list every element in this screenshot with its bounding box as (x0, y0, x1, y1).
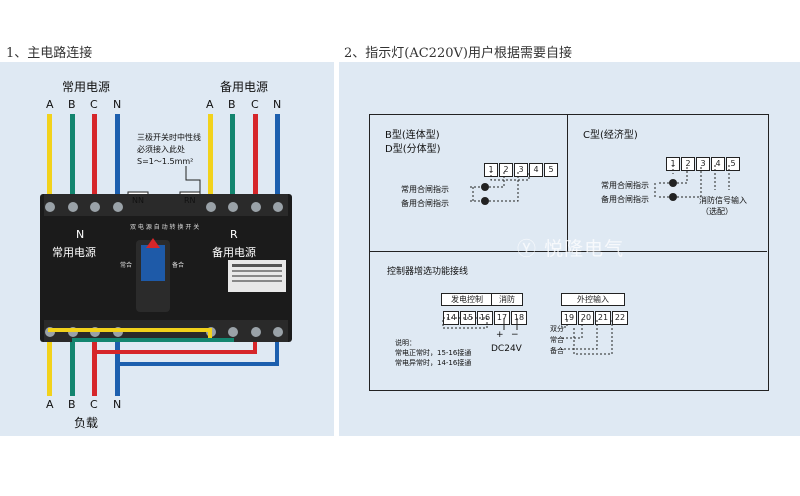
backup-phase-b: B (228, 98, 236, 111)
load-phase-b: B (68, 398, 76, 411)
watermark-logo-icon: Ⓨ (517, 238, 538, 260)
nn-label: NN (132, 196, 144, 205)
neutral-note-line1: 三极开关时中性线 (137, 133, 201, 142)
ext-item-normal-on: 常合 (550, 336, 564, 344)
ext-item-dual-off: 双分 (550, 325, 564, 333)
right-section-title: 2、指示灯(AC220V)用户根据需要自接 (344, 46, 572, 61)
c-indicator-normal: 常用合闸指示 (601, 181, 649, 190)
ext-input-label: 外控输入 (561, 293, 625, 306)
backup-source-label: 备用电源 (220, 80, 269, 94)
normal-phase-c: C (90, 98, 98, 111)
device-top-text: 双 电 源 自 动 转 换 开 关 (130, 224, 200, 231)
normal-source-label: 常用电源 (62, 80, 111, 94)
backup-phase-n: N (273, 98, 282, 111)
main-circuit-diagram (40, 114, 292, 396)
device-r-text: 备用电源 (212, 246, 256, 259)
c-fire-input-2: （选配） (701, 207, 733, 216)
wire-normal-n (115, 114, 120, 204)
fire-label: 消防 (491, 293, 523, 306)
normal-phase-a: A (46, 98, 54, 111)
controller-title: 控制器增选功能接线 (387, 267, 469, 277)
bd-indicator-backup: 备用合闸指示 (401, 199, 449, 208)
c-type-title: C型(经济型) (583, 130, 638, 141)
handle-left-text: 常合 (120, 262, 133, 269)
bd-indicator-normal: 常用合闸指示 (401, 185, 449, 194)
dc-plus: + (496, 330, 504, 340)
left-section-title: 1、主电路连接 (6, 46, 93, 61)
neutral-note-line3: S=1～1.5mm² (137, 157, 194, 166)
main-circuit-panel: 常用电源 备用电源 A B C N A B C N 三极开关时中性线 必须接入此… (0, 62, 334, 436)
normal-phase-n: N (113, 98, 122, 111)
dc-voltage-label: DC24V (491, 344, 522, 354)
dc-minus: − (511, 330, 519, 340)
normal-phase-b: B (68, 98, 76, 111)
load-phase-a: A (46, 398, 54, 411)
wire-load-b (70, 342, 75, 396)
controller-note-3: 常电异常时，14-16接通 (395, 359, 472, 367)
wire-load-a (47, 342, 52, 396)
ext-item-backup-on: 备合 (550, 347, 564, 355)
load-phase-n: N (113, 398, 122, 411)
wire-normal-c (92, 114, 97, 204)
wire-backup-a (208, 114, 213, 204)
bd-type-title-2: D型(分体型) (385, 144, 441, 155)
c-fire-input-1: 消防信号输入 (699, 196, 747, 205)
wire-load-c (92, 342, 97, 396)
device-n-letter: N (76, 228, 85, 241)
load-phase-c: C (90, 398, 98, 411)
wire-load-n (115, 342, 120, 396)
backup-phase-c: C (251, 98, 259, 111)
rn-label: RN (184, 196, 196, 205)
wire-backup-c (253, 114, 258, 204)
watermark: Ⓨ 悦隆电气 (517, 238, 625, 260)
backup-phase-a: A (206, 98, 214, 111)
neutral-note-line2: 必须接入此处 (137, 145, 185, 154)
load-label: 负载 (74, 416, 99, 430)
bd-type-title-1: B型(连体型) (385, 130, 440, 141)
c-indicator-backup: 备用合闸指示 (601, 195, 649, 204)
wire-backup-b (230, 114, 235, 204)
controller-note-2: 常电正常时，15-16接通 (395, 349, 472, 357)
controller-note-1: 说明： (395, 339, 416, 347)
wire-normal-a (47, 114, 52, 204)
wire-backup-n (275, 114, 280, 204)
device-r-letter: R (230, 228, 238, 241)
handle-right-text: 备合 (172, 262, 185, 269)
wire-normal-b (70, 114, 75, 204)
device-n-text: 常用电源 (52, 246, 96, 259)
